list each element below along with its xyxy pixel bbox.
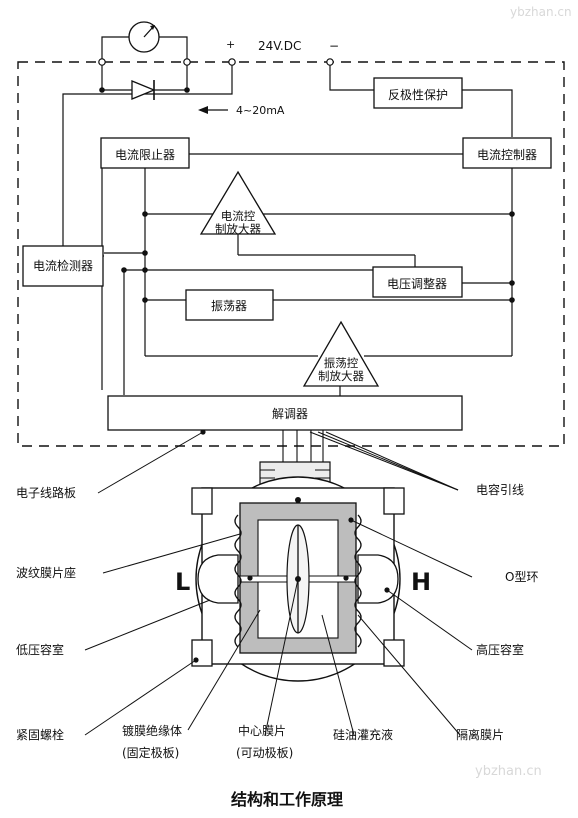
supply-voltage: 24V.DC (258, 39, 301, 53)
label-fixed-plate: (固定极板) (122, 745, 179, 760)
terminal-icons (98, 58, 334, 66)
reverse-protection-label: 反极性保护 (388, 88, 448, 102)
osc-control-amp-label-1: 振荡控 (324, 356, 359, 370)
leader-lines (84, 431, 473, 736)
sensor-assembly (191, 430, 405, 682)
osc-control-amp-triangle (302, 320, 380, 387)
current-control-amp-label-1: 电流控 (221, 209, 256, 223)
oscillator-label: 振荡器 (211, 299, 247, 313)
watermark-bottom: ybzhan.cn (475, 764, 542, 779)
reverse-protection-block (373, 77, 463, 109)
current-controller-label: 电流控制器 (477, 148, 537, 162)
label-high-pressure-chamber: 高压容室 (476, 642, 524, 657)
current-controller-block (462, 137, 552, 169)
label-corrugated-seat: 波纹膜片座 (16, 565, 76, 580)
low-side-letter: L (175, 568, 190, 596)
label-capacitor-leads: 电容引线 (476, 482, 524, 497)
high-side-letter: H (411, 568, 431, 596)
label-bolt: 紧固螺栓 (16, 727, 64, 742)
label-o-ring: O型环 (505, 570, 538, 584)
minus-sign: − (329, 39, 339, 53)
demodulator-label: 解调器 (272, 407, 308, 421)
circuit-wiring (101, 153, 513, 396)
current-detector-block (22, 245, 104, 287)
circuit-blocks (22, 77, 552, 431)
current-limiter-block (100, 137, 190, 169)
voltage-regulator-label: 电压调整器 (387, 276, 447, 291)
diode-icon (131, 80, 156, 100)
label-isolation-diaphragm: 隔离膜片 (456, 727, 504, 742)
label-coated-insulator: 镀膜绝缘体 (122, 723, 182, 738)
voltage-regulator-block (372, 266, 463, 298)
circuit-enclosure (17, 61, 565, 447)
label-center-diaphragm: 中心膜片 (238, 723, 286, 738)
label-circuit-board: 电子线路板 (16, 485, 76, 500)
figure-caption: 结构和工作原理 (230, 790, 343, 809)
ammeter-icon (128, 21, 160, 53)
label-silicone-oil: 硅油灌充液 (333, 727, 393, 742)
oscillator-block (185, 289, 274, 321)
current-detector-label: 电流检测器 (33, 258, 93, 273)
label-movable-plate: (可动极板) (236, 746, 293, 760)
demodulator-block (107, 395, 463, 431)
current-control-amp-label-2: 制放大器 (215, 222, 261, 236)
current-control-amp-triangle (199, 170, 277, 235)
osc-control-amp-label-2: 制放大器 (318, 369, 364, 383)
leader-dots (193, 517, 390, 663)
plus-sign: + (226, 38, 235, 51)
junction-dots (99, 87, 515, 435)
current-limiter-label: 电流限止器 (115, 148, 175, 162)
current-range: 4~20mA (236, 104, 285, 117)
label-low-pressure-chamber: 低压容室 (16, 642, 64, 657)
watermark-top: ybzhan.cn (510, 5, 572, 19)
current-arrow-icon (198, 106, 228, 114)
